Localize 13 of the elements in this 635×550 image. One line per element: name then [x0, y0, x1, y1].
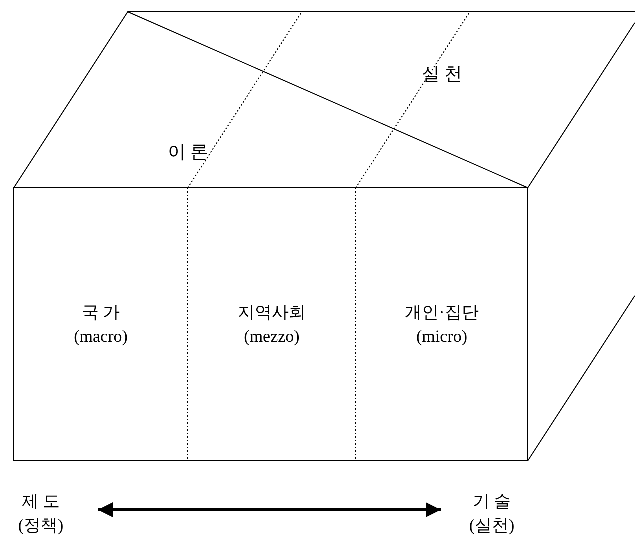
double-arrow [98, 502, 441, 518]
level-label: 국 가 [82, 302, 120, 324]
axis-label: 실 천 [422, 63, 462, 86]
level-subtitle: (micro) [416, 326, 468, 348]
level-label: 기 술 [472, 491, 512, 513]
level-subtitle: (mezzo) [244, 326, 300, 348]
level-subtitle: (정책) [18, 515, 64, 537]
level-subtitle: (실천) [469, 515, 515, 537]
level-subtitle: (macro) [74, 326, 128, 348]
axis-label: 이 론 [168, 141, 208, 164]
level-label: 개인·집단 [405, 302, 479, 324]
level-label: 제 도 [22, 491, 60, 513]
level-label: 지역사회 [238, 302, 306, 324]
